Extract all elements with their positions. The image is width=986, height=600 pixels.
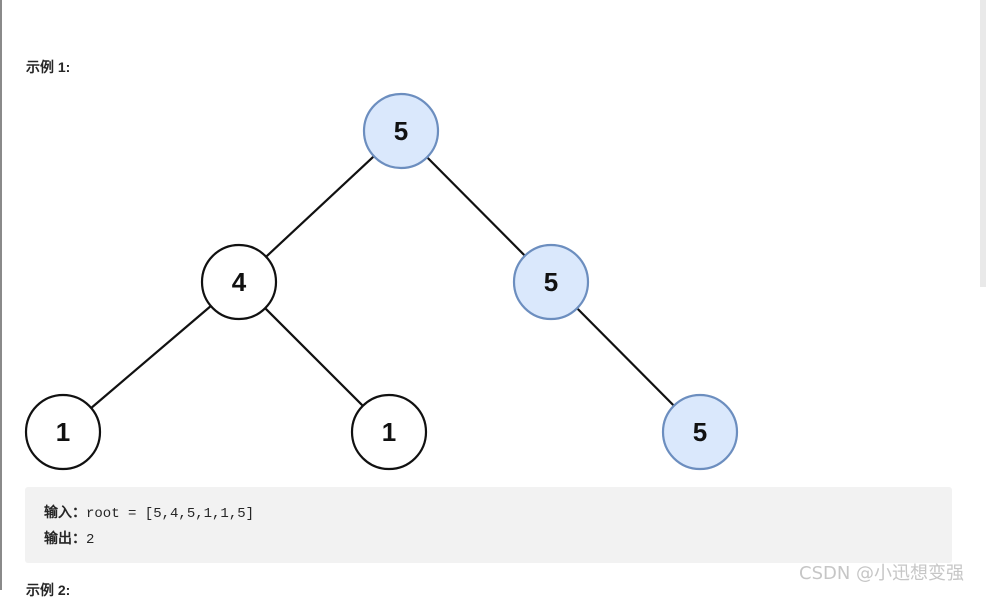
tree-node-circle	[24, 393, 102, 471]
tree-node-value: 5	[693, 417, 707, 447]
example-1-code-block: 输入：root = [5,4,5,1,1,5] 输出：2	[25, 487, 952, 563]
tree-node-circle	[512, 243, 590, 321]
tree-edge-n1-n4	[264, 307, 364, 407]
tree-edge-n2-n5	[576, 307, 675, 407]
output-label: 输出：	[44, 531, 86, 547]
input-value: root = [5,4,5,1,1,5]	[86, 506, 255, 522]
tree-node-value: 4	[232, 267, 247, 297]
tree-edge-n0-n1	[265, 155, 375, 258]
output-value: 2	[86, 532, 95, 548]
tree-node-circle	[661, 393, 739, 471]
tree-node-n1: 4	[200, 243, 278, 321]
tree-node-circle	[200, 243, 278, 321]
tree-node-value: 1	[382, 417, 396, 447]
output-line: 输出：2	[44, 528, 94, 548]
tree-node-circle	[362, 92, 440, 170]
tree-node-n5: 5	[661, 393, 739, 471]
tree-node-value: 1	[56, 417, 70, 447]
tree-node-n3: 1	[24, 393, 102, 471]
scrollbar[interactable]	[980, 0, 986, 287]
tree-node-value: 5	[544, 267, 558, 297]
tree-node-n2: 5	[512, 243, 590, 321]
left-border	[0, 0, 2, 590]
tree-edge-n0-n2	[426, 156, 526, 257]
binary-tree-diagram: 5 4 5 1 1 5	[24, 92, 739, 471]
tree-edges	[90, 155, 675, 409]
example-1-heading: 示例 1:	[26, 59, 71, 75]
tree-node-value: 5	[394, 116, 408, 146]
tree-node-n0: 5	[362, 92, 440, 170]
input-label: 输入：	[44, 505, 86, 521]
tree-edge-n1-n3	[90, 305, 212, 409]
tree-nodes: 5 4 5 1 1 5	[24, 92, 739, 471]
tree-node-n4: 1	[350, 393, 428, 471]
input-line: 输入：root = [5,4,5,1,1,5]	[44, 502, 254, 522]
csdn-watermark: CSDN @小迅想变强	[799, 563, 965, 584]
example-2-heading: 示例 2:	[26, 582, 71, 598]
tree-node-circle	[350, 393, 428, 471]
